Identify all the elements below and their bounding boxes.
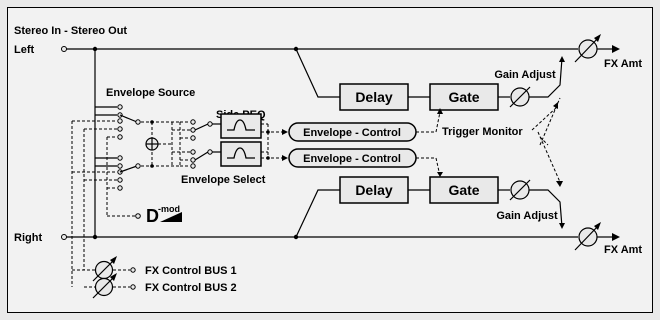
- gain-adjust-bottom-knob: [509, 179, 531, 201]
- dmod-d-label: D: [146, 206, 159, 226]
- delay-top-box: [339, 83, 409, 111]
- right-delay-feed: [295, 189, 340, 238]
- gain-top-out: [529, 57, 563, 98]
- gain-adjust-top-knob: [509, 86, 531, 108]
- gate-top-label: Gate: [448, 89, 479, 105]
- dmod-sup-label: -mod: [158, 204, 180, 214]
- envelope-to-gate-wires: [416, 108, 443, 177]
- fx-amt-bottom-knob: [574, 222, 601, 251]
- arrow-bottom-sum: [559, 223, 565, 229]
- delay-bottom-label: Delay: [355, 182, 393, 198]
- side-peq-filter-top: [212, 113, 262, 139]
- right-input-label: Right: [14, 232, 42, 244]
- delay-bottom-box: [339, 176, 409, 204]
- envelope-source-upper-switch: [72, 104, 141, 140]
- right-input-terminal: [61, 234, 67, 240]
- fx-amt-top-label: FX Amt: [604, 58, 642, 70]
- fx-amt-bottom-label: FX Amt: [604, 244, 642, 256]
- gain-adjust-bottom-label: Gain Adjust: [496, 210, 558, 222]
- envelope-control-top-label: Envelope - Control: [303, 127, 401, 139]
- envelope-select-switch: [171, 119, 213, 169]
- delay-top-label: Delay: [355, 89, 393, 105]
- peq-to-envelope-wires: [261, 123, 288, 161]
- gain-adjust-top-label: Gain Adjust: [494, 69, 556, 81]
- gain-bottom-out: [529, 189, 563, 228]
- left-input-terminal: [61, 46, 67, 52]
- fx-amt-top-knob: [574, 34, 601, 63]
- gate-bottom-box: [429, 176, 499, 204]
- left-delay-feed: [295, 48, 340, 98]
- dmod-ramp-icon: [160, 212, 182, 222]
- gate-bottom-label: Gate: [448, 182, 479, 198]
- fx-control-bus-2-knob: [84, 273, 136, 299]
- gate-top-box: [429, 83, 499, 111]
- trigger-monitor-lines: [531, 97, 563, 187]
- diagram-title: Stereo In - Stereo Out: [14, 25, 127, 37]
- fx-control-bus-2-label: FX Control BUS 2: [145, 282, 237, 294]
- trigger-monitor-label: Trigger Monitor: [442, 126, 523, 138]
- side-peq-filter-bottom: [212, 141, 262, 167]
- fx-amt-top-arrow: [612, 45, 620, 53]
- fx-amt-bottom-arrow: [612, 233, 620, 241]
- sum-node: [141, 120, 180, 168]
- dmod-terminal: [135, 213, 141, 219]
- arrow-top-sum: [559, 56, 565, 62]
- left-input-label: Left: [14, 44, 35, 56]
- fx-control-bus-1-knob: [72, 256, 136, 282]
- fx-control-bus-1-label: FX Control BUS 1: [145, 265, 237, 277]
- envelope-select-label: Envelope Select: [181, 174, 266, 186]
- envelope-source-lower-switch: [72, 155, 141, 191]
- envelope-control-bottom-label: Envelope - Control: [303, 153, 401, 165]
- envelope-source-label: Envelope Source: [106, 87, 195, 99]
